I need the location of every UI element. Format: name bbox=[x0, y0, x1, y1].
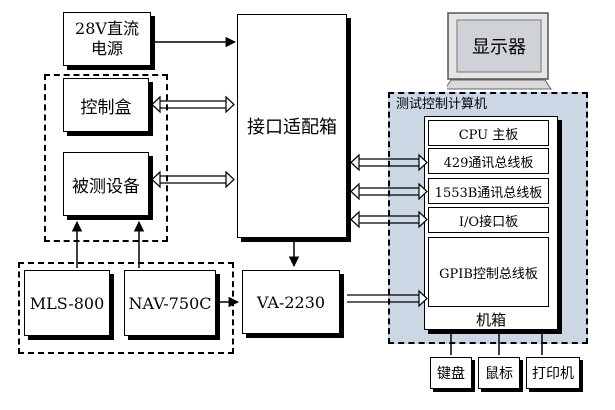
va-2230-label: VA-2230 bbox=[256, 292, 326, 312]
monitor-icon bbox=[444, 12, 552, 90]
power-supply-line2: 电源 bbox=[90, 39, 123, 58]
power-supply-line1: 28V直流 bbox=[75, 19, 139, 38]
monitor: 显示器 bbox=[444, 12, 553, 90]
mouse-block: 鼠标 bbox=[478, 357, 520, 389]
power-supply-block: 28V直流 电源 bbox=[63, 12, 151, 66]
nav-750c-block: NAV-750C bbox=[124, 270, 216, 336]
board-io: I/O接口板 bbox=[428, 207, 549, 233]
board-429: 429通讯总线板 bbox=[428, 148, 549, 174]
arrow-interface-1553b bbox=[350, 182, 428, 201]
interface-adapter-block: 接口适配箱 bbox=[237, 14, 347, 238]
chassis-label: 机箱 bbox=[475, 311, 506, 329]
board-cpu: CPU 主板 bbox=[428, 120, 549, 146]
navigation-group-frame bbox=[18, 262, 234, 354]
test-computer-title: 测试控制计算机 bbox=[396, 97, 488, 112]
mls-800-block: MLS-800 bbox=[24, 270, 110, 336]
device-under-test-block: 被测设备 bbox=[63, 152, 149, 216]
control-group-frame bbox=[44, 74, 168, 242]
board-1553b: 1553B通讯总线板 bbox=[428, 178, 549, 204]
mls-800-label: MLS-800 bbox=[29, 293, 105, 313]
arrow-dut-interface bbox=[151, 170, 235, 189]
va-2230-block: VA-2230 bbox=[242, 270, 340, 334]
arrow-interface-io bbox=[350, 210, 428, 229]
monitor-label: 显示器 bbox=[472, 37, 526, 58]
interface-adapter-label: 接口适配箱 bbox=[247, 117, 337, 138]
arrow-control-box-interface bbox=[151, 95, 235, 114]
arrow-interface-429 bbox=[350, 153, 428, 172]
nav-750c-label: NAV-750C bbox=[128, 293, 212, 313]
printer-label: 打印机 bbox=[532, 366, 574, 382]
device-under-test-label: 被测设备 bbox=[72, 176, 140, 197]
mouse-label: 鼠标 bbox=[485, 366, 513, 382]
control-box-label: 控制盒 bbox=[80, 97, 132, 118]
board-gpib: GPIB控制总线板 bbox=[428, 237, 549, 307]
keyboard-label: 键盘 bbox=[437, 366, 465, 382]
printer-block: 打印机 bbox=[526, 357, 580, 389]
keyboard-block: 键盘 bbox=[430, 357, 472, 389]
arrow-va-to-gpib bbox=[347, 289, 428, 308]
control-box-block: 控制盒 bbox=[63, 78, 149, 132]
